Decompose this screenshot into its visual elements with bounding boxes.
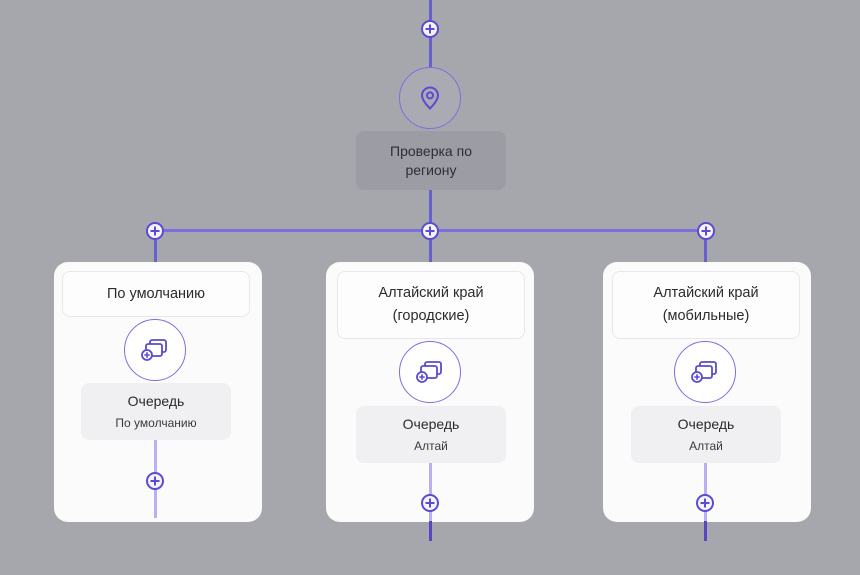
branch-title: Алтайский край (мобильные) (653, 285, 759, 324)
add-branch-button-right[interactable] (697, 222, 715, 240)
queue-box[interactable]: Очередь Алтай (356, 406, 506, 463)
queue-add-icon (691, 361, 717, 383)
queue-add-icon (141, 339, 167, 361)
region-check-node[interactable] (399, 67, 461, 129)
connector-card-2-exit (429, 521, 432, 541)
add-step-button-card-1[interactable] (146, 472, 164, 490)
region-check-label: Проверка по региону (390, 142, 472, 178)
queue-label: Очередь (677, 416, 735, 432)
add-step-button-top[interactable] (421, 20, 439, 38)
map-pin-icon (420, 86, 440, 110)
connector-region-down (429, 190, 432, 234)
connector-card-3-exit (704, 521, 707, 541)
connector-card-3-bottom (704, 463, 707, 521)
branch-card-default[interactable]: По умолчанию Очередь По умолчанию (54, 262, 262, 522)
queue-label: Очередь (402, 416, 460, 432)
queue-value: По умолчанию (115, 416, 197, 430)
add-branch-button-left[interactable] (146, 222, 164, 240)
queue-node[interactable] (399, 341, 461, 403)
branch-title: По умолчанию (106, 285, 206, 302)
connector-branch-3 (704, 240, 707, 262)
branch-title: Алтайский край (городские) (378, 285, 484, 324)
region-check-box[interactable]: Проверка по региону (356, 131, 506, 190)
queue-node[interactable] (124, 319, 186, 381)
queue-add-icon (416, 361, 442, 383)
add-step-button-card-3[interactable] (696, 494, 714, 512)
queue-box[interactable]: Очередь Алтай (631, 406, 781, 463)
branch-title-box[interactable]: Алтайский край (городские) (337, 271, 525, 339)
queue-box[interactable]: Очередь По умолчанию (81, 383, 231, 440)
queue-value: Алтай (414, 439, 448, 453)
connector-card-2-bottom (429, 463, 432, 521)
branch-card-altai-mobile[interactable]: Алтайский край (мобильные) Очередь Алтай (603, 262, 811, 522)
branch-title-box[interactable]: Алтайский край (мобильные) (612, 271, 800, 339)
queue-node[interactable] (674, 341, 736, 403)
queue-label: Очередь (127, 393, 185, 409)
connector-branch-2 (429, 240, 432, 262)
add-step-button-card-2[interactable] (421, 494, 439, 512)
queue-value: Алтай (689, 439, 723, 453)
connector-branch-1 (154, 240, 157, 262)
add-branch-button-center[interactable] (421, 222, 439, 240)
branch-title-box[interactable]: По умолчанию (62, 271, 250, 317)
